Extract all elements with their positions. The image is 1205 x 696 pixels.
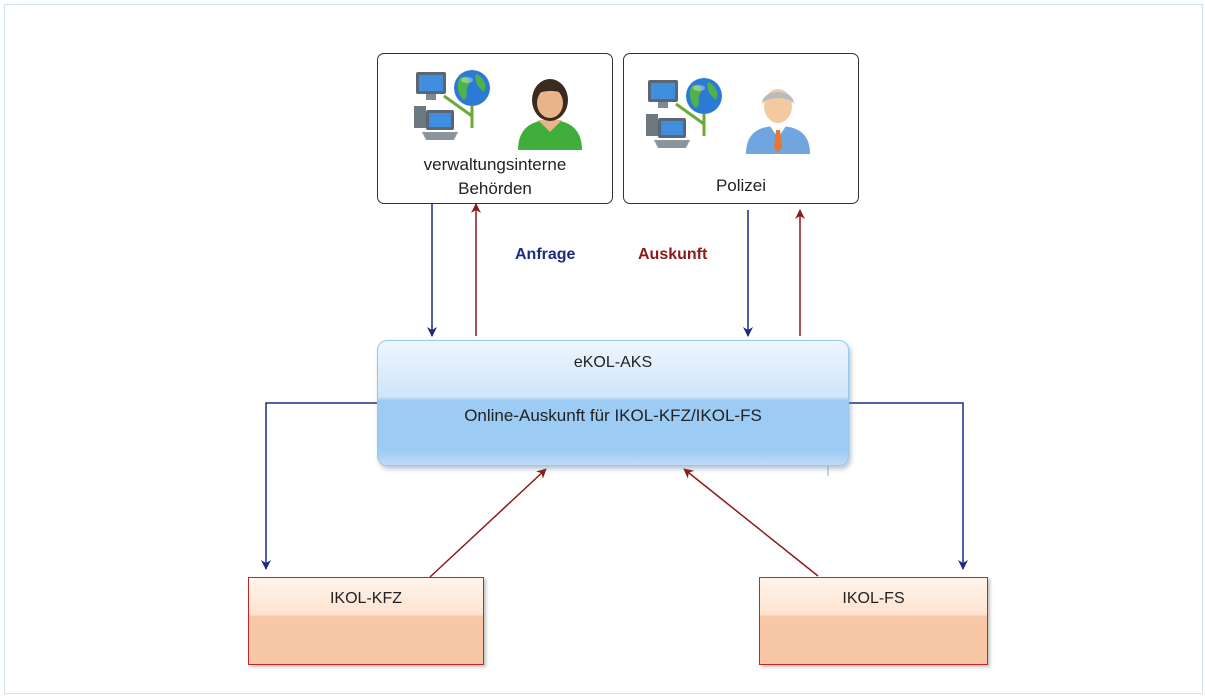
- node-behoerden: verwaltungsinterne Behörden: [377, 53, 613, 204]
- request-arrow-fs: [849, 402, 968, 570]
- behoerden-label-line2: Behörden: [458, 179, 532, 198]
- user-female-icon: [518, 79, 582, 150]
- node-polizei: Polizei: [623, 53, 859, 204]
- ikol-kfz-label: IKOL-KFZ: [329, 590, 402, 607]
- ekol-aks-title: eKOL-AKS: [573, 354, 653, 371]
- behoerden-label-line1: verwaltungsinterne: [423, 155, 567, 174]
- response-arrow-kfz: [429, 468, 547, 578]
- node-ikol-kfz: IKOL-KFZ: [248, 577, 484, 665]
- legend-response: Auskunft: [638, 246, 708, 263]
- polizei-label: Polizei: [715, 176, 767, 195]
- ikol-fs-label: IKOL-FS: [842, 590, 905, 607]
- request-arrow-kfz: [261, 402, 377, 570]
- computer-network-icon: [414, 70, 490, 140]
- computer-network-icon: [646, 78, 722, 148]
- response-arrow-fs: [683, 468, 819, 577]
- legend-request: Anfrage: [515, 246, 576, 263]
- node-ekol-aks: eKOL-AKS Online-Auskunft für IKOL-KFZ/IK…: [377, 340, 849, 466]
- node-ikol-fs: IKOL-FS: [759, 577, 988, 665]
- ekol-aks-subtitle: Online-Auskunft für IKOL-KFZ/IKOL-FS: [464, 406, 762, 425]
- user-male-icon: [746, 89, 810, 154]
